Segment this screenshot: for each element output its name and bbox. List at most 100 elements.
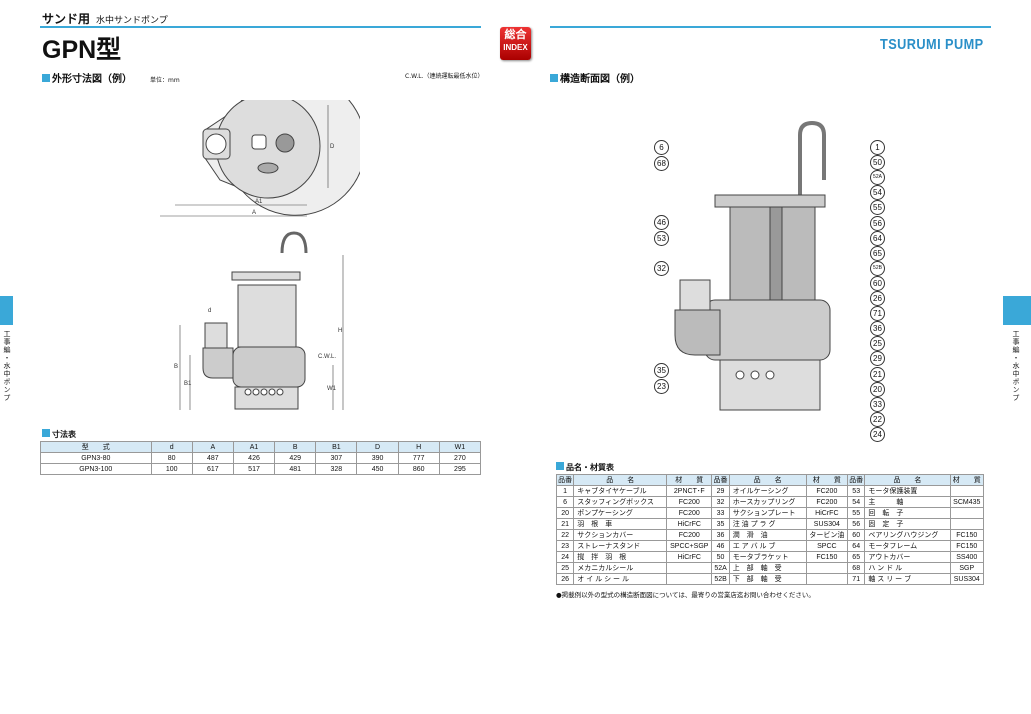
dim-table-title: 寸法表 [42,429,76,440]
label-H: H [338,328,342,334]
table-cell: 22 [555,529,575,541]
cwl-note: C.W.L.（連続運転最低水位） [405,73,484,80]
side-view [179,231,344,410]
column-header: 品番 [711,474,730,486]
table-cell: 64 [847,540,866,552]
table-cell: 295 [438,463,482,475]
table-cell: エ ア バ ル ブ [728,540,807,552]
callout-26: 26 [870,291,885,306]
column-header: A [191,441,234,453]
callout-35: 35 [654,363,669,378]
table-cell: ハ ン ド ル [864,562,951,574]
callout-25: 25 [870,336,885,352]
column-header: 材 質 [666,474,713,486]
table-cell: 35 [711,518,730,530]
parts-table-title: 品名・材質表 [556,462,614,473]
side-tab-right[interactable] [1003,296,1031,325]
subtitle: 水中サンドポンプ [96,16,168,26]
table-cell: 羽 根 車 [573,518,668,530]
table-cell: GPN3-100 [40,463,152,475]
table-cell: モータブラケット [728,551,807,563]
table-cell: 2PNCT･F [666,485,713,497]
column-header: A1 [232,441,276,453]
table-cell: 517 [232,463,276,475]
table-cell: 481 [274,463,317,475]
table-cell: 50 [711,551,730,563]
label-D: D [330,144,335,150]
label-W1: W1 [327,386,337,392]
side-tab-left[interactable] [0,296,13,325]
table-cell: HiCrFC [805,507,849,519]
table-cell: SUS304 [805,518,849,530]
table-cell: 487 [191,452,234,464]
table-cell: 固 定 子 [864,518,951,530]
table-cell [949,507,985,519]
table-cell: 20 [555,507,575,519]
table-cell: 下 部 軸 受 [728,573,807,585]
header-rule-left [40,26,481,28]
table-cell: タービン油 [805,529,849,541]
table-cell [805,562,849,574]
table-cell: 68 [847,562,866,574]
table-cell: 52A [711,562,730,574]
table-cell: オイルケーシング [728,485,807,497]
side-tab-label-left: 工事編・水中ポンプ [3,330,11,402]
table-cell: SS400 [949,551,985,563]
callout-46: 46 [654,215,669,230]
column-header: 品 名 [864,474,951,486]
table-cell: 26 [555,573,575,585]
table-cell: ポンプケーシング [573,507,668,519]
table-cell: 55 [847,507,866,519]
table-cell: FC150 [949,529,985,541]
header-rule-right [550,26,991,28]
table-cell: 1 [555,485,575,497]
column-header: 品番 [847,474,866,486]
callout-64: 64 [870,230,885,246]
table-cell: アウトカバー [864,551,951,563]
table-cell: 860 [397,463,440,475]
table-cell: 53 [847,485,866,497]
unit-label: 単位：mm [150,77,180,84]
column-header: 品番 [555,474,575,486]
column-header: 材 質 [949,474,985,486]
page-title: GPN型 [42,36,122,64]
column-header: 品 名 [728,474,807,486]
column-header: B [274,441,317,453]
table-cell: FC200 [805,496,849,508]
table-cell: 328 [315,463,358,475]
label-B: B [174,364,178,370]
table-cell: 潤 滑 油 [728,529,807,541]
section-view-title: 構造断面図（例） [550,70,640,85]
callout-36: 36 [870,321,885,337]
table-cell: HiCrFC [666,551,713,563]
label-CWL: C.W.L. [318,354,336,360]
column-header: 材 質 [805,474,849,486]
table-cell: FC150 [805,551,849,563]
column-header: H [397,441,440,453]
table-cell: 24 [555,551,575,563]
table-cell: モータフレーム [864,540,951,552]
column-header: d [150,441,193,453]
table-cell [949,518,985,530]
table-cell: SGP [949,562,985,574]
outline-drawing: D A1 A d H B B1 C.W.L. W1 [160,100,360,410]
table-cell: FC200 [666,529,713,541]
label-B1: B1 [184,381,192,387]
table-cell: 54 [847,496,866,508]
table-cell: FC150 [949,540,985,552]
table-cell: 46 [711,540,730,552]
table-cell: 36 [711,529,730,541]
table-cell: 429 [274,452,317,464]
column-header: W1 [438,441,482,453]
callout-56: 56 [870,215,885,231]
table-cell: 回 転 子 [864,507,951,519]
